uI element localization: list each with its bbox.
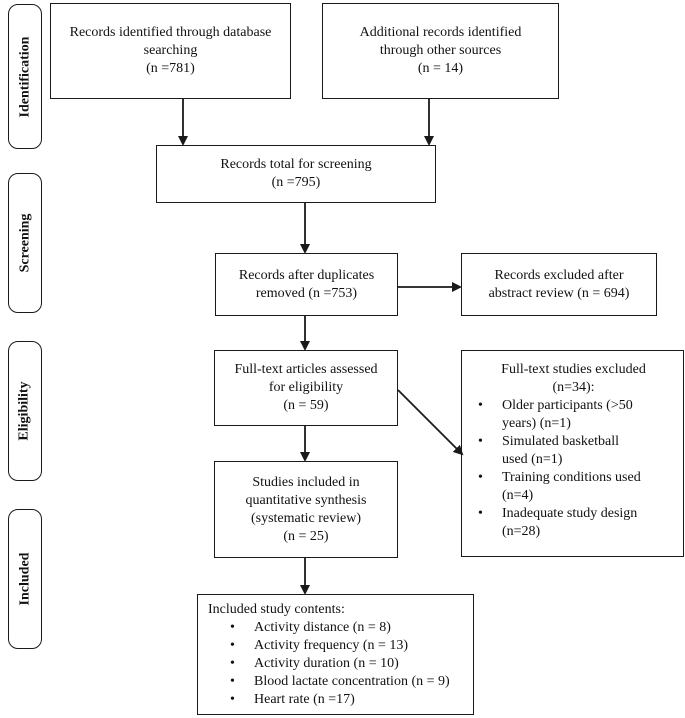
box-other-sources: Additional records identified through ot… xyxy=(322,3,559,99)
contents-item-heart-rate: Heart rate (n =17) xyxy=(228,691,465,709)
fulltext-assessed-line-3: (n = 59) xyxy=(283,398,329,413)
excluded-item-older-line-1: Older participants (>50 xyxy=(502,398,633,413)
database-line-2: searching xyxy=(143,43,198,58)
arrow-fulltext-to-excluded xyxy=(397,389,464,456)
fulltext-assessed-line-1: Full-text articles assessed xyxy=(234,362,378,377)
database-line-3: (n =781) xyxy=(146,61,195,76)
fulltext-excluded-title-1: Full-text studies excluded xyxy=(501,362,646,377)
total-screening-line-1: Records total for screening xyxy=(220,157,372,172)
excluded-abstract-line-1: Records excluded after xyxy=(494,267,624,283)
contents-item-duration: Activity duration (n = 10) xyxy=(228,655,465,673)
excluded-item-training: Training conditions used (n=4) xyxy=(476,469,671,505)
excluded-item-simulated-line-1: Simulated basketball xyxy=(502,434,620,449)
after-duplicates-line-1: Records after duplicates xyxy=(238,267,375,283)
other-sources-line-2: through other sources xyxy=(379,43,502,58)
contents-item-lactate: Blood lactate concentration (n = 9) xyxy=(228,673,465,691)
other-sources-line-3: (n = 14) xyxy=(417,61,464,76)
database-line-1: Records identified through database xyxy=(69,25,272,40)
stage-identification: Identification xyxy=(8,4,42,149)
box-excluded-abstract: Records excluded after abstract review (… xyxy=(461,253,657,316)
excluded-item-design-line-2: (n=28) xyxy=(502,524,541,539)
included-synthesis-line-2: quantitative synthesis xyxy=(245,492,367,508)
study-contents-title: Included study contents: xyxy=(208,602,345,617)
excluded-item-design-line-1: Inadequate study design xyxy=(502,506,638,521)
excluded-item-training-line-1: Training conditions used xyxy=(502,470,641,485)
box-total-screening: Records total for screening (n =795) xyxy=(156,145,436,203)
after-duplicates-line-2: removed (n =753) xyxy=(255,285,358,301)
included-synthesis-line-1: Studies included in xyxy=(252,474,360,490)
stage-included: Included xyxy=(8,509,42,649)
stage-screening: Screening xyxy=(8,173,42,313)
included-synthesis-line-3: (systematic review) xyxy=(250,510,361,526)
stage-eligibility: Eligibility xyxy=(8,341,42,481)
box-included-synthesis: Studies included in quantitative synthes… xyxy=(214,461,398,558)
excluded-item-training-line-2: (n=4) xyxy=(502,488,534,503)
total-screening-line-2: (n =795) xyxy=(271,175,321,190)
contents-item-distance: Activity distance (n = 8) xyxy=(228,619,465,637)
contents-item-frequency: Activity frequency (n = 13) xyxy=(228,637,465,655)
excluded-item-simulated-line-2: used (n=1) xyxy=(502,452,563,467)
fulltext-assessed-line-2: for eligibility xyxy=(268,380,344,395)
excluded-item-design: Inadequate study design (n=28) xyxy=(476,505,671,541)
excluded-abstract-line-2: abstract review (n = 694) xyxy=(488,285,630,301)
included-synthesis-line-4: (n = 25) xyxy=(283,528,329,544)
box-database-records: Records identified through database sear… xyxy=(50,3,291,99)
box-study-contents: Included study contents: Activity distan… xyxy=(197,594,474,715)
box-fulltext-assessed: Full-text articles assessed for eligibil… xyxy=(214,350,398,426)
fulltext-excluded-title-2: (n=34): xyxy=(552,380,595,395)
excluded-item-older: Older participants (>50 years) (n=1) xyxy=(476,397,671,433)
box-fulltext-excluded: Full-text studies excluded (n=34): Older… xyxy=(461,350,684,557)
excluded-item-older-line-2: years) (n=1) xyxy=(502,416,571,431)
other-sources-line-1: Additional records identified xyxy=(359,25,522,40)
excluded-item-simulated: Simulated basketball used (n=1) xyxy=(476,433,671,469)
fulltext-excluded-list: Older participants (>50 years) (n=1) Sim… xyxy=(476,397,671,541)
study-contents-list: Activity distance (n = 8) Activity frequ… xyxy=(228,619,465,709)
